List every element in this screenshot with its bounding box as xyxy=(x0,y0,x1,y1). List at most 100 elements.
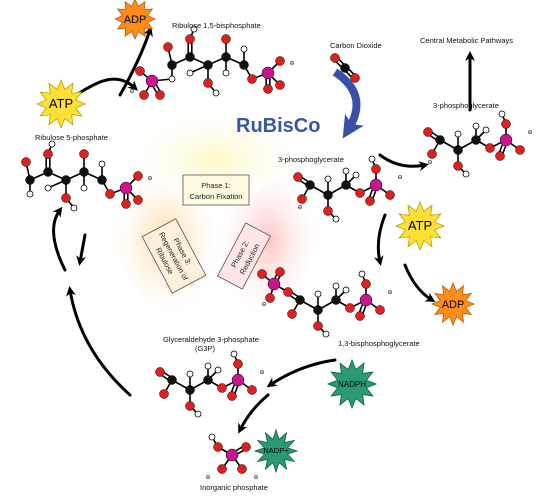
carbon-atom xyxy=(185,52,195,62)
glow-divider xyxy=(129,163,215,216)
phase1-box: Phase 1: Carbon Fixation xyxy=(182,174,250,206)
nadp-text: NADP+ xyxy=(263,446,289,455)
hydrogen-atom xyxy=(342,167,350,175)
burst-shape xyxy=(326,358,378,410)
phosphorus-atom xyxy=(499,133,513,147)
adp-right-badge: ADP xyxy=(430,281,476,327)
phase1-title: Phase 1: xyxy=(201,181,231,190)
phosphorus-atom xyxy=(231,373,245,387)
oxygen-atom xyxy=(275,80,285,90)
hydrogen-atom xyxy=(186,69,194,77)
molecule-g3p: ⊖ xyxy=(155,350,265,418)
carbon-atom xyxy=(43,167,53,177)
hydrogen-atom xyxy=(212,89,220,97)
carbon-atom xyxy=(295,295,305,305)
oxygen-atom xyxy=(275,56,285,66)
hydrogen-atom xyxy=(322,330,330,338)
arrow-regen-to-ru5p xyxy=(52,206,67,272)
hydrogen-atom xyxy=(80,184,88,192)
negative-charge-mark: ⊖ xyxy=(259,370,264,376)
hydrogen-atom xyxy=(368,155,376,163)
hydrogen-atom xyxy=(462,170,470,178)
nadp-badge: NADP+ xyxy=(253,428,299,474)
oxygen-atom xyxy=(287,309,297,319)
atp-left-text: ATP xyxy=(49,96,73,111)
glow-divider xyxy=(213,163,301,216)
carbon-atom xyxy=(221,52,231,62)
molecule-pi: ⊖⊖ xyxy=(205,433,259,481)
phosphorus-atom xyxy=(359,293,373,307)
oxygen-atom xyxy=(185,34,195,44)
oxygen-atom xyxy=(227,391,237,401)
oxygen-atom xyxy=(135,66,145,76)
oxygen-atom xyxy=(105,189,115,199)
carbon-atom xyxy=(453,145,463,155)
phosphorus-atom xyxy=(119,181,133,195)
carbon-atom xyxy=(331,295,341,305)
burst-shape xyxy=(394,200,446,252)
oxygen-atom xyxy=(155,367,165,377)
hydrogen-atom xyxy=(472,122,480,130)
carbon-atom xyxy=(340,63,350,73)
negative-charge-mark: ⊖ xyxy=(397,175,402,181)
arrow-to-pga-right xyxy=(378,153,429,172)
oxygen-atom xyxy=(323,206,333,216)
arrow-cycle-left xyxy=(76,233,87,266)
nadph-badge: NADPH xyxy=(326,358,378,410)
negative-charge-mark: ⊖ xyxy=(253,475,258,481)
phosphorus-atom xyxy=(369,178,383,192)
carbon-atom xyxy=(167,375,177,385)
arrow-pi-out xyxy=(238,393,270,434)
hydrogen-atom xyxy=(314,290,322,298)
carbon-atom xyxy=(97,175,107,185)
hydrogen-atom xyxy=(482,126,490,134)
hydrogen-atom xyxy=(230,350,238,358)
atp-right-text: ATP xyxy=(408,218,432,233)
oxygen-atom xyxy=(345,303,355,313)
negative-charge-mark: ⊖ xyxy=(261,302,266,308)
carbon-atom xyxy=(167,60,177,70)
hydrogen-atom xyxy=(240,45,248,53)
molecule-layer: ⊖⊖⊖⊖⊖⊖⊖⊖⊖⊖⊖⊖ xyxy=(21,25,533,481)
oxygen-atom xyxy=(293,172,303,182)
hydrogen-atom xyxy=(208,433,216,441)
oxygen-atom xyxy=(247,385,257,395)
nadph-text: NADPH xyxy=(338,380,366,389)
carbon-atom xyxy=(471,135,481,145)
oxygen-atom xyxy=(247,74,257,84)
hydrogen-atom xyxy=(352,171,360,179)
hydrogen-atom xyxy=(98,160,106,168)
label-g3p-abbr: (G3P) xyxy=(195,344,216,353)
oxygen-atom xyxy=(355,311,365,321)
oxygen-atom xyxy=(263,84,273,94)
oxygen-atom xyxy=(213,442,223,452)
oxygen-atom xyxy=(365,196,375,206)
oxygen-atom xyxy=(21,157,31,167)
oxygen-atom xyxy=(313,321,323,331)
burst-shape xyxy=(430,281,476,327)
oxygen-atom xyxy=(159,389,169,399)
hydrogen-atom xyxy=(194,410,202,418)
arrow-nadph-in xyxy=(266,358,337,388)
molecule-pga-right: ⊖⊖ xyxy=(423,110,533,178)
burst-shape xyxy=(35,78,87,130)
phase1-subtitle: Carbon Fixation xyxy=(190,192,243,201)
oxygen-atom xyxy=(133,195,143,205)
carbon-atom xyxy=(239,60,249,70)
hydrogen-atom xyxy=(44,184,52,192)
rubisco-label: RuBisCo xyxy=(236,115,320,137)
adp-right-text: ADP xyxy=(442,299,465,311)
carbon-atom xyxy=(305,180,315,190)
negative-charge-mark: ⊖ xyxy=(147,176,152,182)
oxygen-atom xyxy=(217,464,227,474)
atp-right-badge: ATP xyxy=(394,200,446,252)
oxygen-atom xyxy=(265,293,275,303)
phosphorus-atom xyxy=(267,277,281,291)
burst-shape xyxy=(114,0,156,40)
oxygen-atom xyxy=(501,119,511,129)
negative-charge-mark: ⊖ xyxy=(297,205,302,211)
phosphorus-atom xyxy=(145,74,159,88)
arrow-g3p-to-regen xyxy=(66,286,132,397)
